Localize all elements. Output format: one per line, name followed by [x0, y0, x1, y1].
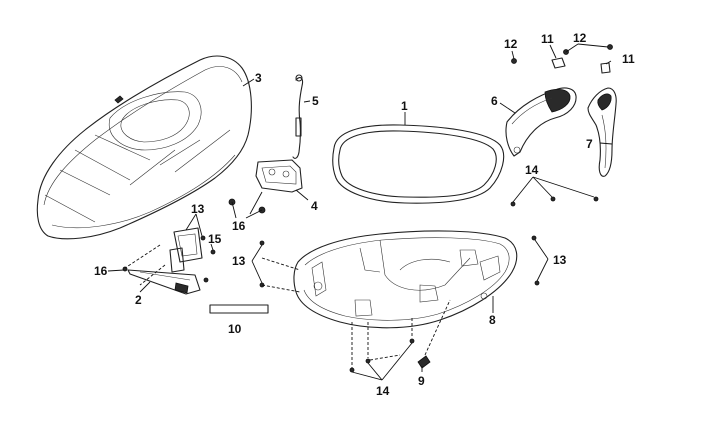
callout-13-hinge: 13	[191, 202, 205, 216]
storage-box-part	[293, 230, 518, 329]
callout-11-right: 11	[622, 52, 635, 66]
screw-16-upper	[228, 191, 266, 219]
clip-11-left	[549, 44, 566, 69]
callout-12-left: 12	[504, 37, 518, 51]
seat-part	[36, 55, 255, 240]
callout-10: 10	[228, 322, 242, 336]
screw-13-box-left	[251, 240, 301, 293]
callout-9: 9	[418, 374, 425, 388]
callout-2: 2	[135, 293, 142, 307]
latch-bracket-part	[255, 159, 309, 201]
callout-14-lower: 14	[376, 384, 390, 398]
callout-4: 4	[311, 199, 318, 213]
callout-14-upper: 14	[525, 163, 539, 177]
screw-12	[511, 43, 613, 64]
clip-11-right	[600, 60, 612, 74]
callout-8: 8	[489, 313, 496, 327]
callout-6: 6	[491, 94, 498, 108]
screw-14-lower	[349, 318, 415, 381]
screw-14-upper	[510, 176, 599, 207]
screw-13-right	[531, 235, 549, 286]
callout-13-right: 13	[553, 253, 567, 267]
callout-1: 1	[401, 99, 408, 113]
callout-7: 7	[586, 137, 593, 151]
callout-11-left: 11	[541, 32, 554, 46]
hinge-lock-assembly-part	[107, 213, 216, 295]
grab-rail-right-part	[587, 87, 617, 177]
grab-rail-left-part	[499, 87, 577, 157]
decal-part	[209, 304, 269, 314]
seal-ring-part	[332, 112, 505, 204]
callout-15: 15	[208, 232, 222, 246]
callout-16-upper: 16	[232, 219, 246, 233]
clip-9-part	[417, 299, 451, 372]
callout-16-left: 16	[94, 264, 108, 278]
callout-3: 3	[255, 71, 262, 85]
callout-12-right: 12	[573, 31, 587, 45]
cable-part	[292, 74, 311, 159]
callout-13-box-left: 13	[232, 254, 246, 268]
callout-5: 5	[312, 94, 319, 108]
